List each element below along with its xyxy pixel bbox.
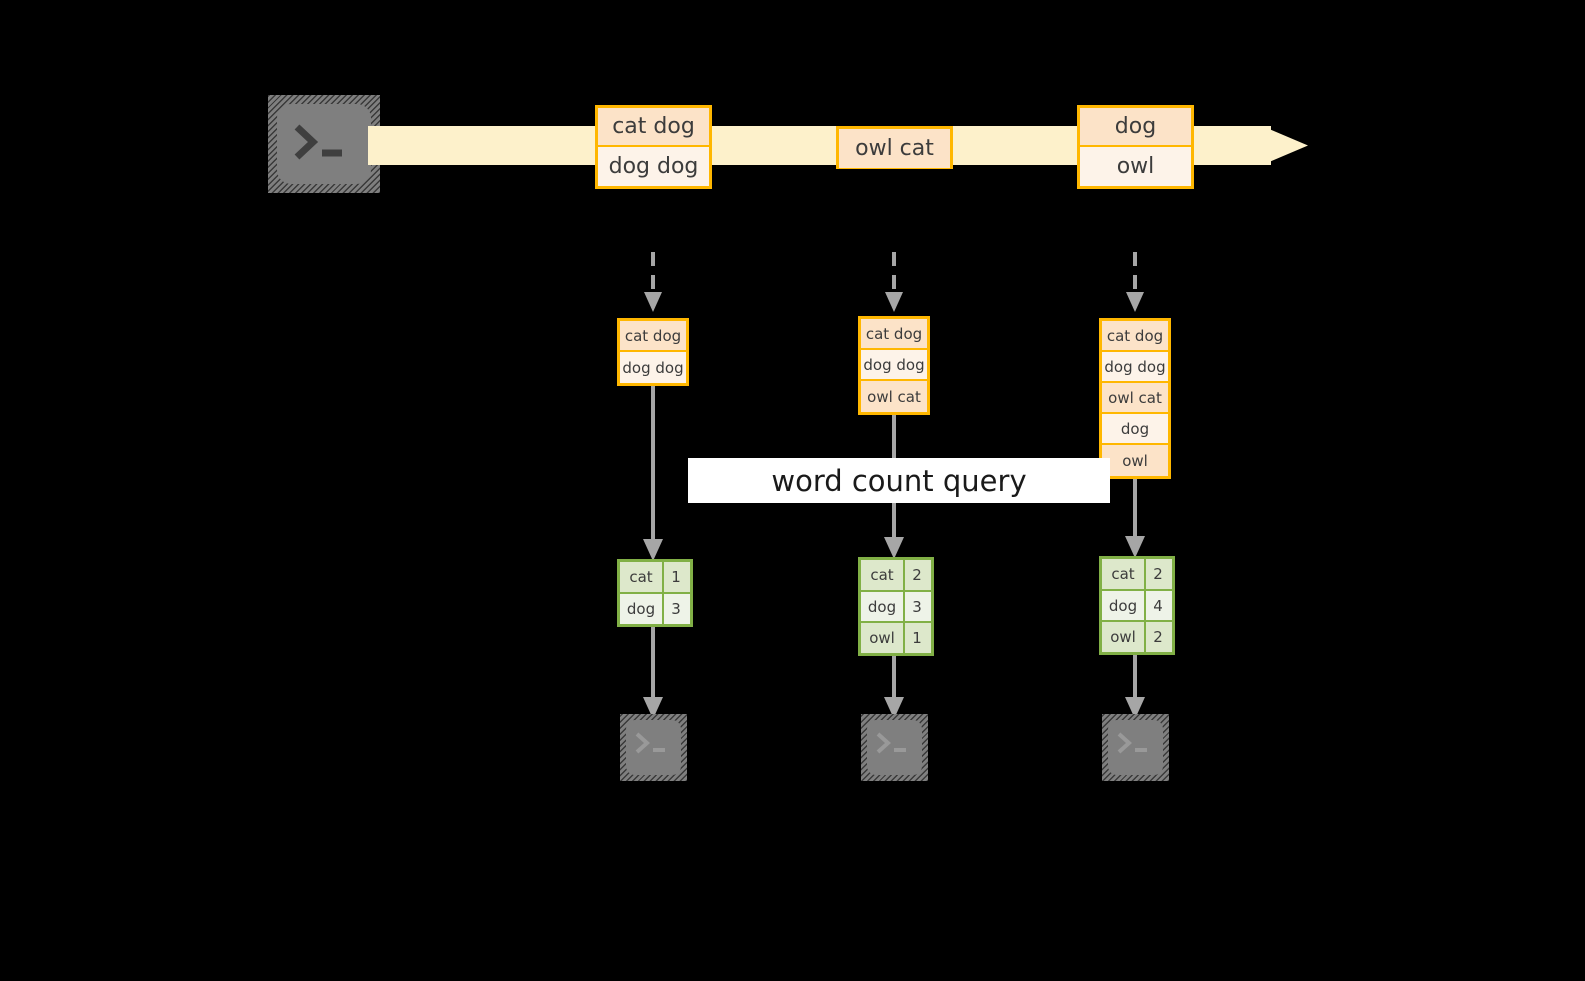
event-line: cat dog bbox=[598, 108, 709, 147]
result-row: owl 2 bbox=[1102, 622, 1172, 653]
snapshot-input-line: dog bbox=[1102, 414, 1168, 445]
result-word: cat bbox=[861, 560, 905, 590]
stream-event-2: owl cat bbox=[836, 126, 953, 169]
result-word: dog bbox=[620, 594, 664, 624]
result-to-sink-connector-1 bbox=[643, 627, 663, 719]
result-word: owl bbox=[1102, 622, 1146, 653]
result-to-sink-connector-2 bbox=[884, 656, 904, 719]
snapshot-input-line: cat dog bbox=[1102, 321, 1168, 352]
terminal-body bbox=[277, 104, 371, 184]
result-count: 1 bbox=[671, 568, 681, 586]
event-line: dog bbox=[1080, 108, 1191, 147]
result-word: dog bbox=[861, 591, 905, 622]
terminal-prompt-glyph bbox=[1117, 732, 1147, 754]
result-count: 3 bbox=[912, 597, 922, 616]
terminal-body bbox=[1108, 720, 1163, 775]
source-terminal-icon bbox=[268, 95, 380, 193]
result-word: dog bbox=[1102, 590, 1146, 621]
result-to-sink-connector-3 bbox=[1125, 655, 1145, 719]
query-connector-3 bbox=[1125, 479, 1145, 558]
terminal-prompt-glyph bbox=[294, 124, 342, 160]
snapshot-input-line: owl bbox=[1102, 445, 1168, 476]
terminal-body bbox=[867, 720, 922, 775]
result-count: 2 bbox=[1153, 628, 1163, 647]
result-count: 4 bbox=[1153, 596, 1163, 615]
result-row: dog 3 bbox=[620, 594, 690, 624]
stream-to-snapshot-connector-3 bbox=[1126, 252, 1144, 312]
terminal-prompt-glyph bbox=[635, 732, 665, 754]
sink-terminal-icon-2 bbox=[861, 714, 928, 781]
terminal-body bbox=[626, 720, 681, 775]
result-count: 1 bbox=[912, 629, 922, 648]
result-table-2: cat 2 dog 3 owl 1 bbox=[858, 557, 934, 656]
stream-event-1: cat dog dog dog bbox=[595, 105, 712, 189]
query-connector-1 bbox=[643, 386, 663, 561]
result-word: owl bbox=[861, 623, 905, 654]
stream-event-3: dog owl bbox=[1077, 105, 1194, 189]
result-count: 2 bbox=[912, 565, 922, 584]
snapshot-input-line: dog dog bbox=[1102, 352, 1168, 383]
result-table-1: cat 1 dog 3 bbox=[617, 559, 693, 627]
snapshot-input-line: owl cat bbox=[861, 381, 927, 412]
snapshot-input-line: cat dog bbox=[861, 319, 927, 350]
snapshot-input-line: dog dog bbox=[620, 352, 686, 383]
snapshot-input-line: owl cat bbox=[1102, 383, 1168, 414]
result-table-3: cat 2 dog 4 owl 2 bbox=[1099, 556, 1175, 655]
result-count: 2 bbox=[1153, 564, 1163, 583]
result-row: cat 2 bbox=[1102, 559, 1172, 591]
sink-terminal-icon-1 bbox=[620, 714, 687, 781]
result-row: dog 3 bbox=[861, 591, 931, 624]
query-label: word count query bbox=[688, 458, 1110, 503]
snapshot-input-2: cat dog dog dog owl cat bbox=[858, 316, 930, 415]
snapshot-input-line: cat dog bbox=[620, 321, 686, 352]
result-word: cat bbox=[620, 562, 664, 592]
terminal-prompt-glyph bbox=[876, 732, 906, 754]
result-word: cat bbox=[1102, 559, 1146, 589]
snapshot-input-3: cat dog dog dog owl cat dog owl bbox=[1099, 318, 1171, 479]
event-line: dog dog bbox=[598, 147, 709, 186]
snapshot-input-line: dog dog bbox=[861, 350, 927, 381]
event-line: owl bbox=[1080, 147, 1191, 186]
result-row: owl 1 bbox=[861, 623, 931, 654]
result-row: dog 4 bbox=[1102, 590, 1172, 623]
result-row: cat 1 bbox=[620, 562, 690, 594]
result-count: 3 bbox=[671, 600, 681, 618]
snapshot-input-1: cat dog dog dog bbox=[617, 318, 689, 386]
stream-to-snapshot-connector-2 bbox=[885, 252, 903, 312]
result-row: cat 2 bbox=[861, 560, 931, 592]
stream-arrowhead bbox=[1262, 126, 1308, 165]
stream-to-snapshot-connector-1 bbox=[644, 252, 662, 312]
sink-terminal-icon-3 bbox=[1102, 714, 1169, 781]
event-line: owl cat bbox=[839, 129, 950, 168]
